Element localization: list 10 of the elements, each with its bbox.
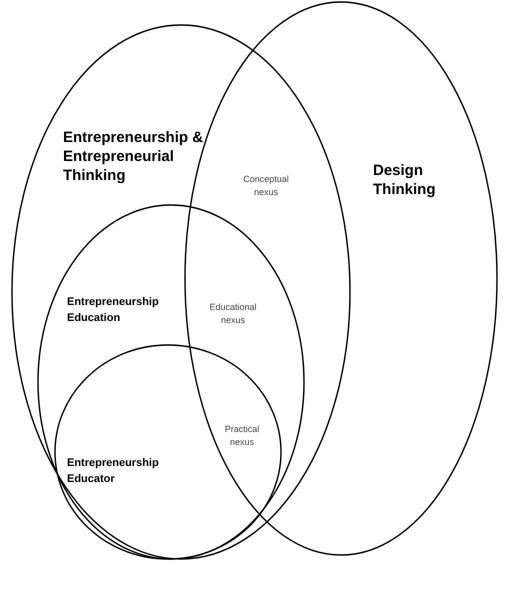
region-title: Entrepreneurship Educator xyxy=(67,456,160,487)
nexus-label: Practical nexus xyxy=(224,423,260,449)
region-title: Entrepreneurship Education xyxy=(67,295,160,326)
ellipse-region xyxy=(38,205,304,559)
region-title: Entrepreneurship & Entrepreneurial Thinking xyxy=(63,128,204,185)
ellipse-region xyxy=(12,25,350,559)
nexus-label: Conceptual nexus xyxy=(242,173,290,199)
nexus-label: Educational nexus xyxy=(208,301,258,327)
region-title: Design Thinking xyxy=(373,161,436,199)
ellipse-region xyxy=(55,345,281,559)
